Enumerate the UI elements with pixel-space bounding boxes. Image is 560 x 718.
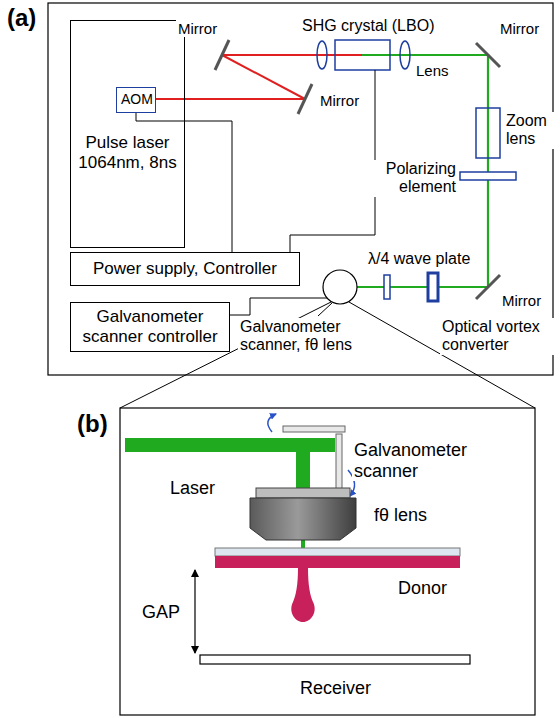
red-beam [222,54,362,56]
part-label: Donor [396,578,449,599]
receiver-plate [200,655,470,664]
red-beam [222,55,305,99]
laser-box: Pulse laser 1064nm, 8ns AOM [70,20,185,248]
box-label: Galvanometer scanner controller [71,307,229,346]
part-label: Galvanometer scanner, fθ lens [238,318,376,355]
part-label: Polarizing element [362,160,458,197]
mirror [298,84,312,114]
lens [317,41,327,69]
part-label: Mirror [498,20,541,37]
rotation-arrow [268,414,276,432]
lens [400,41,410,69]
galvo-mirror [283,426,345,432]
zoom-lens [476,108,500,158]
wave-plate [384,275,390,299]
aom-box: AOM [116,87,156,113]
box-label: Power supply, Controller [71,259,299,279]
power-supply-box: Power supply, Controller [70,252,300,286]
green-beam [357,55,488,287]
green-beam [296,438,310,493]
part-label: SHG crystal (LBO) [300,17,436,35]
droplet [291,568,314,622]
part-label: Mirror [318,92,361,109]
part-label: Galvanometer scanner [352,440,478,481]
ftheta-lens [256,488,350,498]
donor-layer [215,556,460,568]
part-label: Laser [168,478,217,499]
ftheta-lens [250,498,356,540]
part-label: Lens [414,62,451,79]
red-beam [155,98,305,100]
galvo-mirror [336,434,342,496]
mirror [476,275,500,299]
part-label: λ/4 wave plate [366,250,472,268]
galvo-scanner [323,270,357,304]
box-label: AOM [117,91,155,107]
shg-crystal [335,40,390,70]
part-label: GAP [140,602,182,623]
part-label: Receiver [298,678,373,699]
vortex-converter [428,273,438,301]
controller-box: Galvanometer scanner controller [70,302,230,352]
leader-line [318,303,332,316]
mirror [476,43,500,67]
donor-plate [215,548,460,556]
frame-b [120,408,535,715]
part-label: fθ lens [372,505,429,526]
box-label: Pulse laser 1064nm, 8ns [71,133,184,172]
wire [230,298,327,315]
part-label: Optical vortex converter [440,318,556,355]
part-label: Mirror [176,20,219,37]
panel-label: (a) [5,4,38,32]
mirror [215,40,229,70]
part-label: Zoom lens [504,112,556,149]
part-label: Mirror [500,292,543,309]
panel-label: (b) [75,410,110,438]
polarizer [460,172,516,180]
gap-arrow [194,570,195,653]
